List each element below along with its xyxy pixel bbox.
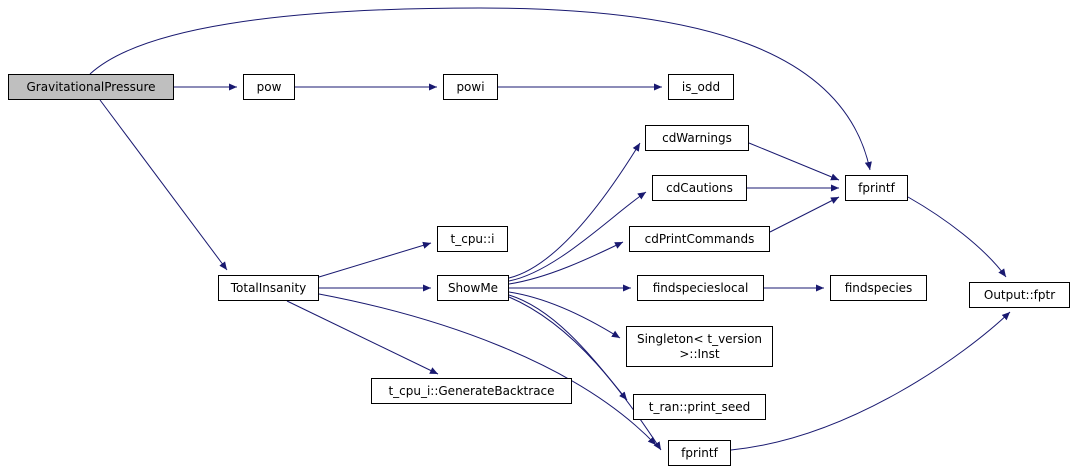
edge-cdwarnings-fprintf-top bbox=[748, 142, 840, 181]
edge-totalinsanity-t-cpu-i bbox=[318, 241, 432, 278]
node-showme[interactable]: ShowMe bbox=[437, 275, 509, 301]
node-gravitationalpressure[interactable]: GravitationalPressure bbox=[8, 74, 174, 100]
node-t-cpu-i-generatebacktrace[interactable]: t_cpu_i::GenerateBacktrace bbox=[371, 378, 572, 404]
node-is-odd[interactable]: is_odd bbox=[668, 74, 734, 100]
node-pow[interactable]: pow bbox=[243, 74, 295, 100]
node-t-cpu-i[interactable]: t_cpu::i bbox=[437, 226, 508, 252]
node-cdcautions[interactable]: cdCautions bbox=[652, 175, 747, 201]
node-findspecieslocal[interactable]: findspecieslocal bbox=[637, 275, 764, 301]
node-output-fptr[interactable]: Output::fptr bbox=[969, 282, 1070, 308]
node-findspecies[interactable]: findspecies bbox=[830, 275, 927, 301]
edge-showme-singleton-inst bbox=[508, 291, 621, 339]
node-t-ran-print-seed[interactable]: t_ran::print_seed bbox=[633, 394, 766, 420]
node-fprintf-top[interactable]: fprintf bbox=[845, 175, 908, 201]
node-cdprintcommands[interactable]: cdPrintCommands bbox=[629, 226, 770, 252]
edge-gravitationalpressure-fprintf-top bbox=[89, 7, 872, 171]
edge-showme-cdcautions bbox=[508, 191, 647, 282]
edge-showme-cdwarnings bbox=[508, 142, 641, 279]
edge-totalinsanity-generatebacktrace bbox=[286, 300, 439, 375]
node-singleton-t-version-inst[interactable]: Singleton< t_version >::Inst bbox=[626, 326, 773, 367]
edge-fprintf-top-output-fptr bbox=[907, 196, 1007, 278]
edge-cdprintcommands-fprintf-top bbox=[769, 196, 840, 233]
node-powi[interactable]: powi bbox=[443, 74, 498, 100]
node-fprintf-bottom[interactable]: fprintf bbox=[668, 440, 731, 466]
edge-showme-cdprintcommands bbox=[508, 241, 624, 285]
node-totalinsanity[interactable]: TotalInsanity bbox=[218, 275, 319, 301]
edge-gravitationalpressure-totalinsanity bbox=[99, 99, 228, 271]
edge-fprintf-bottom-output-fptr bbox=[730, 311, 1011, 451]
node-cdwarnings[interactable]: cdWarnings bbox=[645, 125, 749, 151]
edge-showme-fprintf-bottom bbox=[508, 296, 662, 451]
edge-totalinsanity-fprintf-bottom bbox=[318, 293, 657, 446]
